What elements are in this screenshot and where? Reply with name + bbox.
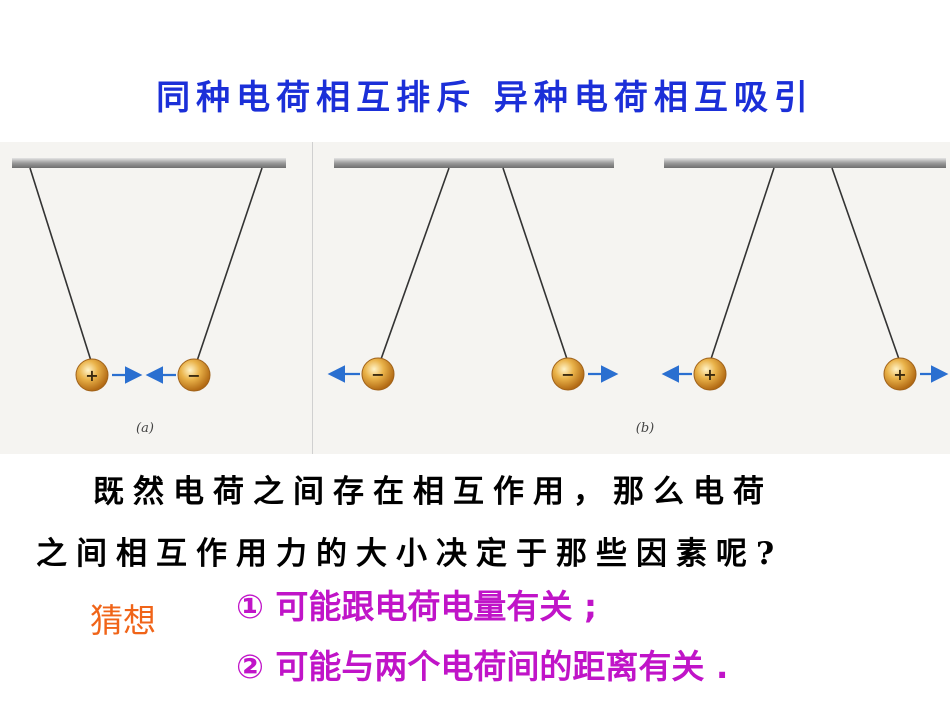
- string-b-right: [502, 167, 569, 363]
- pendulum-figure: + − (a) − − (b) +: [0, 142, 950, 454]
- string-a-left: [29, 167, 93, 365]
- svg-text:+: +: [893, 365, 906, 384]
- slide-title: 同种电荷相互排斥 异种电荷相互吸引: [156, 78, 814, 118]
- pendulum-illustration: + − (a) − − (b) +: [0, 142, 950, 454]
- panel-b-background: [313, 142, 950, 454]
- question-line-1: 既然电荷之间存在相互作用，那么电荷: [93, 474, 773, 510]
- charge-ball-positive: +: [693, 357, 727, 391]
- caption-b: (b): [636, 421, 654, 436]
- svg-text:−: −: [561, 365, 574, 384]
- charge-ball-negative: −: [551, 357, 585, 391]
- hypothesis-1: ① 可能跟电荷电量有关 ;: [236, 587, 598, 626]
- svg-text:+: +: [703, 365, 716, 384]
- panel-a-background: [0, 142, 312, 454]
- support-bar-c: [664, 158, 946, 168]
- string-c-right: [831, 167, 901, 363]
- string-c-left: [709, 167, 775, 363]
- charge-ball-positive: +: [75, 358, 109, 392]
- hypothesis-2: ② 可能与两个电荷间的距离有关 .: [236, 647, 729, 686]
- charge-ball-negative: −: [177, 358, 211, 392]
- charge-ball-positive: +: [883, 357, 917, 391]
- caption-a: (a): [136, 421, 154, 436]
- support-bar-a: [12, 158, 286, 168]
- string-a-right: [195, 167, 263, 365]
- guess-label: 猜想: [90, 601, 156, 640]
- string-b-left: [379, 167, 450, 363]
- svg-text:+: +: [85, 366, 98, 385]
- svg-text:−: −: [371, 365, 384, 384]
- svg-text:−: −: [187, 366, 200, 385]
- charge-ball-negative: −: [361, 357, 395, 391]
- question-line-2: 之间相互作用力的大小决定于那些因素呢?: [36, 536, 784, 572]
- support-bar-b: [334, 158, 614, 168]
